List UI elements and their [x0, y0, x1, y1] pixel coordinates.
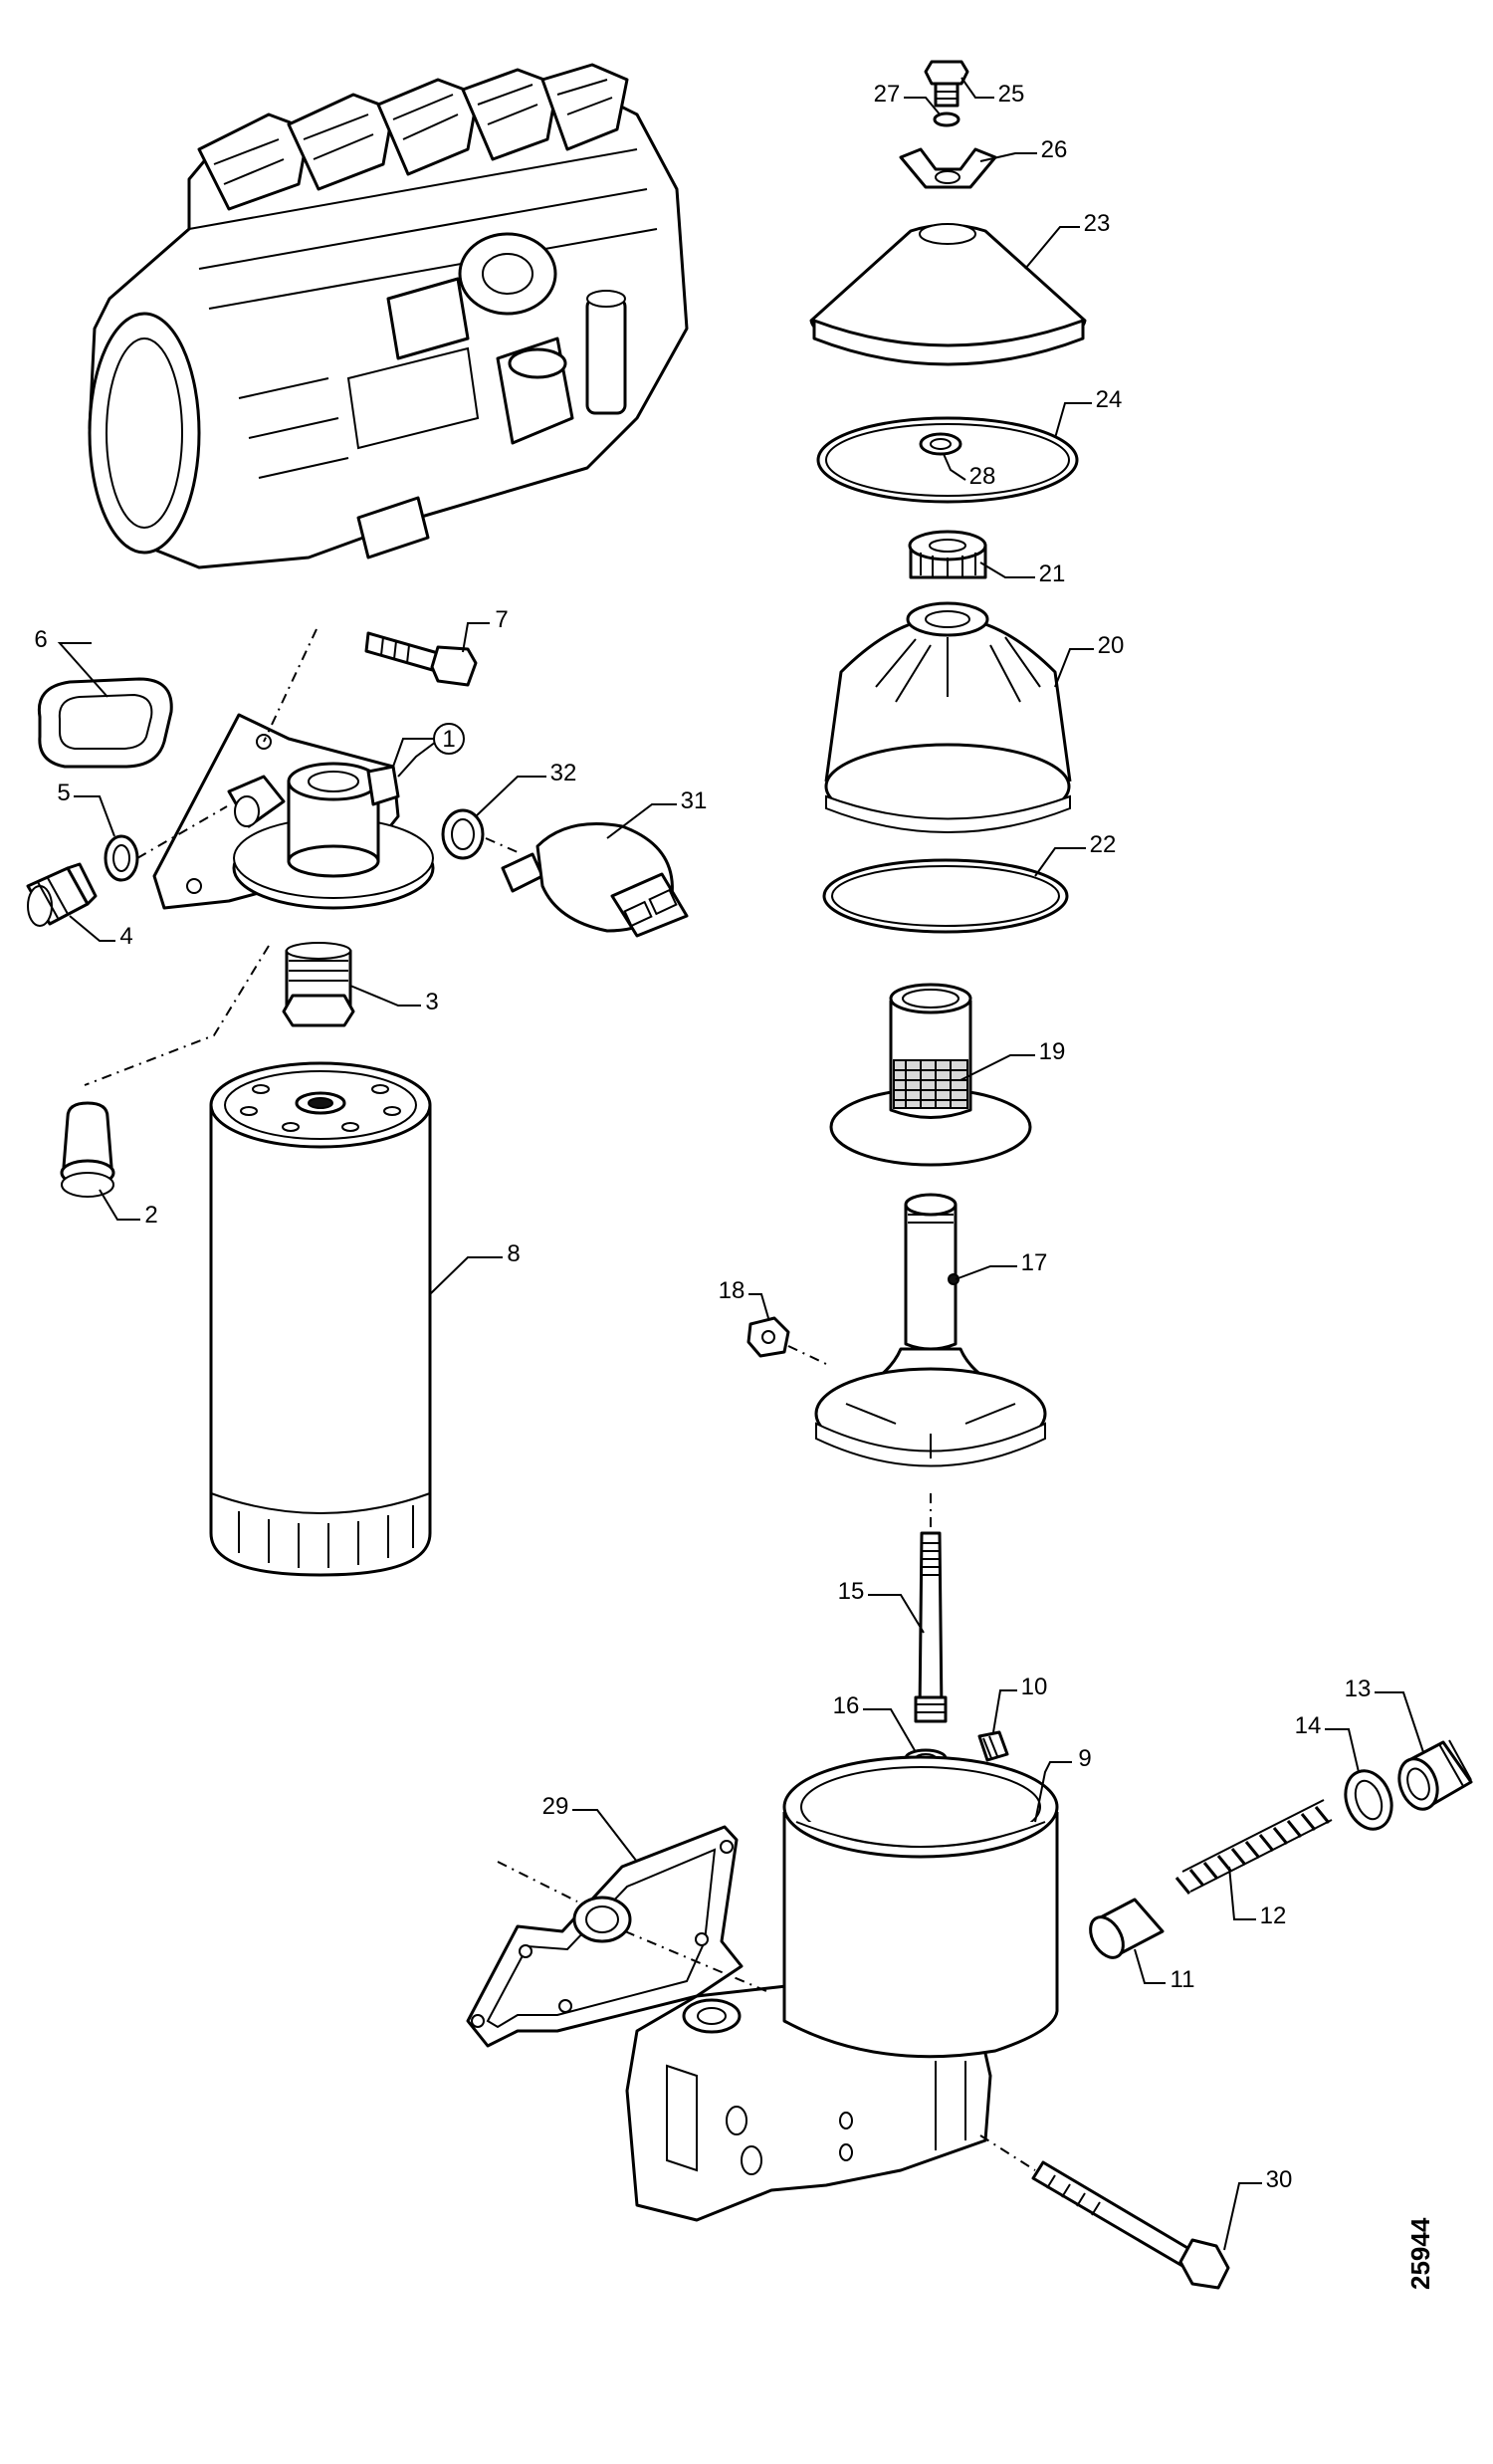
callout-15: 15 — [838, 1578, 865, 1605]
callout-10: 10 — [1021, 1674, 1048, 1700]
part-28-seal — [919, 432, 962, 456]
callout-26: 26 — [1041, 136, 1068, 163]
callout-18: 18 — [719, 1277, 746, 1304]
callout-labels: 1 2 3 4 5 6 7 8 9 10 11 12 13 14 15 16 1… — [34, 81, 1371, 2193]
callout-29: 29 — [542, 1793, 569, 1820]
filter-head — [152, 713, 435, 910]
callout-1-circle — [433, 723, 465, 755]
part-8-oil-filter — [209, 1061, 432, 1577]
part-23-cover — [809, 223, 1087, 366]
callout-31: 31 — [681, 787, 708, 814]
part-13-plug — [1397, 1739, 1473, 1811]
part-20-rotor-bowl — [824, 601, 1072, 833]
part-10-plug — [977, 1730, 1009, 1762]
part-14-seal-ring — [1344, 1769, 1393, 1831]
part-5-seal-ring — [104, 834, 139, 882]
part-11-piston — [1089, 1898, 1165, 1959]
drawing-number: 25944 — [1405, 2217, 1435, 2290]
callout-4: 4 — [119, 923, 132, 950]
callout-17: 17 — [1021, 1249, 1048, 1276]
callout-27: 27 — [874, 81, 901, 108]
callout-2: 2 — [144, 1202, 157, 1229]
callout-28: 28 — [969, 463, 996, 490]
callout-19: 19 — [1039, 1038, 1066, 1065]
callout-32: 32 — [550, 760, 577, 786]
part-19-nozzle-plate — [829, 983, 1032, 1167]
part-27-washer — [933, 112, 960, 127]
callout-8: 8 — [507, 1240, 520, 1267]
part-31-pressure-sensor — [501, 822, 689, 938]
callout-7: 7 — [495, 606, 508, 633]
callout-21: 21 — [1039, 560, 1066, 587]
callout-5: 5 — [57, 780, 70, 806]
part-21-nut — [908, 530, 987, 579]
part-9-centrifuge-housing — [625, 1755, 1059, 2222]
part-22-o-ring — [822, 858, 1069, 934]
part-26-bracket — [899, 147, 997, 189]
leader-lines — [57, 77, 1424, 2251]
part-2-plug — [60, 1101, 115, 1198]
part-17-rotor-shaft — [814, 1193, 1047, 1467]
callout-11: 11 — [1171, 1966, 1195, 1993]
callout-14: 14 — [1295, 1712, 1322, 1739]
part-32-seal-ring — [441, 808, 485, 860]
part-29-gasket — [466, 1825, 744, 2048]
engine-illustration — [88, 63, 689, 569]
callout-12: 12 — [1260, 1903, 1287, 1929]
part-18-nut — [746, 1316, 790, 1358]
callout-20: 20 — [1098, 632, 1125, 659]
part-25-bolt — [924, 60, 969, 108]
callout-24: 24 — [1096, 386, 1123, 413]
part-4-plug — [26, 862, 98, 927]
callout-3: 3 — [425, 989, 438, 1015]
part-3-nipple — [282, 942, 355, 1027]
callout-23: 23 — [1084, 210, 1111, 237]
callout-25: 25 — [998, 81, 1025, 108]
callout-30: 30 — [1266, 2166, 1293, 2193]
callout-9: 9 — [1078, 1745, 1091, 1772]
part-12-spring — [1174, 1799, 1333, 1895]
callout-6: 6 — [34, 626, 47, 653]
callout-22: 22 — [1090, 831, 1117, 858]
callout-16: 16 — [833, 1692, 860, 1719]
part-24-o-ring — [816, 416, 1079, 504]
part-30-bolt — [1031, 2160, 1230, 2290]
part-15-spindle — [914, 1531, 948, 1723]
part-6-gasket — [37, 677, 173, 769]
part-7-bolt — [364, 631, 478, 687]
callout-13: 13 — [1345, 1676, 1372, 1702]
callout-1: 1 — [442, 726, 455, 753]
